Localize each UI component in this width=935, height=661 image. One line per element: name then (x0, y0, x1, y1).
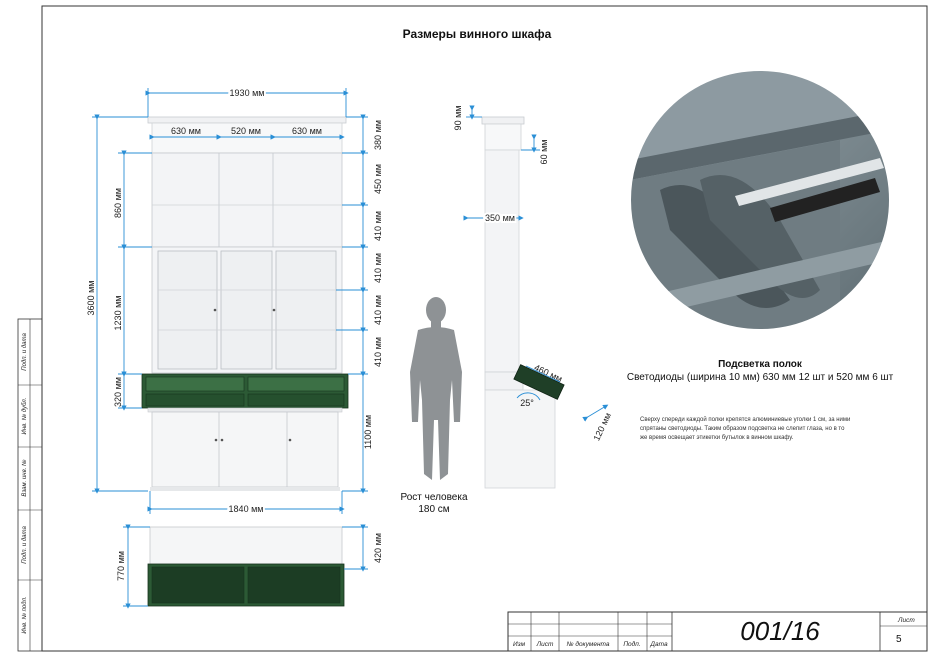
tb-col-doc: № документа (567, 640, 610, 648)
dim-left-height-2: 1230 мм (113, 296, 123, 331)
tb-col-list: Лист (536, 641, 554, 648)
side-stamp-strip: Подп. и дата Инв. № дубл. Взам. инв. № П… (17, 318, 43, 652)
tb-col-date: Дата (649, 641, 668, 648)
dim-left-height-3: 320 мм (113, 377, 123, 407)
dim-plan-left: 770 мм (116, 551, 126, 581)
dim-width-total: 1930 мм (230, 88, 265, 98)
tb-col-sign: Подп. (623, 640, 640, 648)
dim-right-height-5: 410 мм (373, 295, 383, 325)
lighting-note-line-3: же время освещает этикетки бутылок в вин… (640, 435, 794, 441)
dim-width-section-2: 520 мм (231, 126, 261, 136)
plan-view: 770 мм 420 мм (116, 524, 383, 609)
tb-doc-number: 001/16 (740, 616, 820, 646)
dim-right-height-2: 450 мм (373, 164, 383, 194)
person-caption-line2: 180 см (418, 504, 449, 515)
dim-base-width: 1840 мм (229, 504, 264, 514)
tb-sheet-number: 5 (896, 634, 902, 645)
dim-side-top: 90 мм (453, 106, 463, 131)
dim-right-height-1: 380 мм (373, 120, 383, 150)
title-block: Изм Лист № документа Подп. Дата 001/16 Л… (507, 611, 928, 652)
dim-left-height-1: 860 мм (113, 188, 123, 218)
dim-right-height-3: 410 мм (373, 211, 383, 241)
dim-right-height-7: 1100 мм (363, 415, 373, 449)
strip-label-1: Подп. и дата (22, 333, 28, 371)
lighting-note-line-1: Сверху спереди каждой полки крепятся алю… (640, 416, 850, 423)
strip-label-2: Инв. № дубл. (21, 398, 28, 435)
lighting-detail-render (630, 70, 890, 330)
strip-label-3: Взам. инв. № (21, 459, 28, 497)
lighting-subheading: Светодиоды (ширина 10 мм) 630 мм 12 шт и… (627, 372, 894, 383)
dim-side-drawer-height: 120 мм (591, 411, 613, 442)
front-dimensions: 1930 мм 630 мм 520 мм 630 мм 3600 мм 860… (86, 86, 383, 516)
lighting-note-line-2: спрятаны светодиоды. Таким образом подсв… (640, 426, 845, 432)
strip-label-4: Подп. и дата (22, 526, 28, 564)
dim-plan-right: 420 мм (373, 533, 383, 563)
dim-side-depth: 350 мм (485, 213, 515, 223)
side-view: 90 мм 60 мм 350 мм 460 мм 25° 120 мм (453, 105, 613, 489)
human-silhouette (410, 297, 462, 480)
lighting-heading: Подсветка полок (718, 359, 803, 370)
dim-right-height-4: 410 мм (373, 253, 383, 283)
dim-width-section-1: 630 мм (171, 126, 201, 136)
dim-side-angle: 25° (520, 398, 534, 408)
strip-label-5: Инв. № подл. (21, 596, 28, 633)
page-title: Размеры винного шкафа (403, 27, 552, 41)
dim-height-total: 3600 мм (86, 281, 96, 316)
tb-sheet-label: Лист (897, 617, 915, 624)
dim-width-section-3: 630 мм (292, 126, 322, 136)
front-view (141, 116, 349, 491)
person-caption-line1: Рост человека (400, 492, 467, 503)
dim-side-cornice: 60 мм (539, 140, 549, 165)
dim-right-height-6: 410 мм (373, 337, 383, 367)
tb-col-izm: Изм (513, 641, 526, 648)
